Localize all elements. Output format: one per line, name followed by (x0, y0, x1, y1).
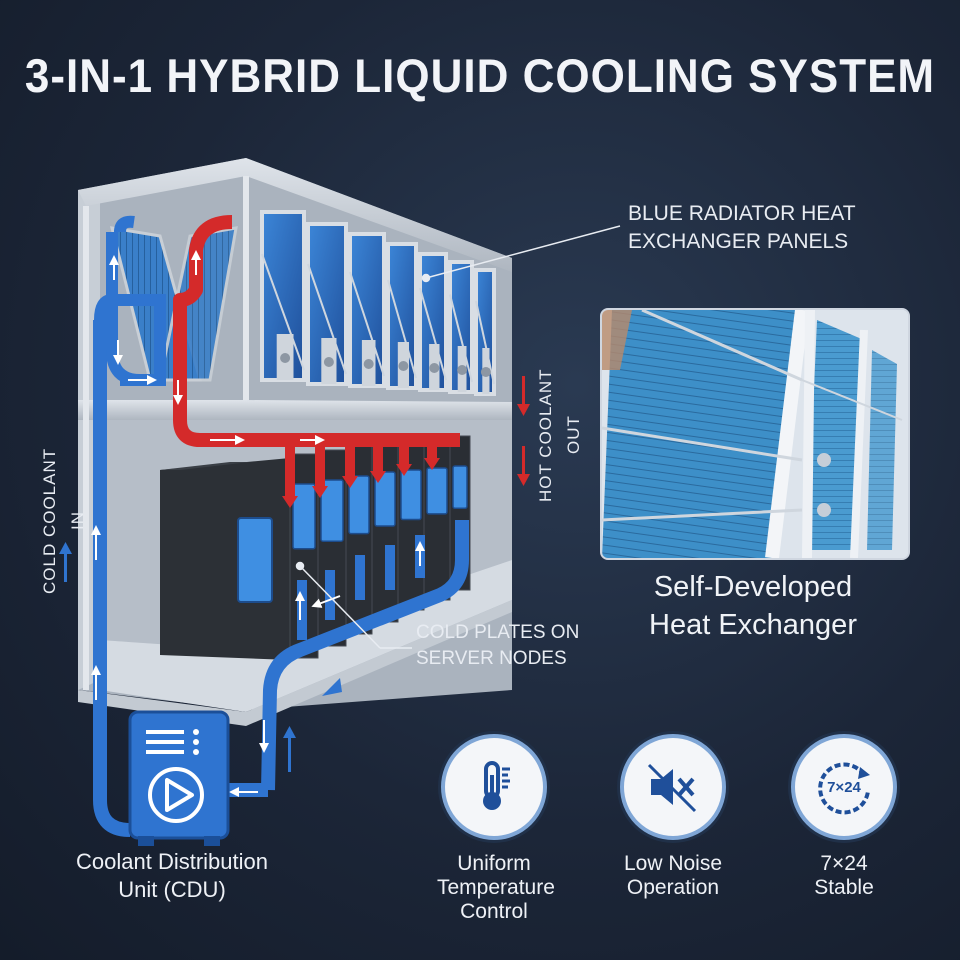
feature-uniform-temperature: Uniform Temperature Control (409, 734, 579, 924)
cold-plate (400, 469, 422, 521)
cold-coolant-label: COLD COOLANT IN (40, 447, 87, 595)
cdu-label: Coolant Distribution Unit (CDU) (76, 849, 268, 902)
heat-exchanger-image (602, 310, 908, 558)
radiator-panel-row (260, 210, 496, 396)
muted-speaker-icon (647, 763, 697, 813)
radiator-panel (306, 222, 348, 386)
server-rack (423, 437, 451, 601)
cold-plate (426, 467, 448, 515)
clock-cycle-icon: 7×24 (818, 762, 870, 815)
cold-plate (320, 479, 344, 542)
heat-exchanger-photo (600, 308, 910, 560)
radiator-panel (474, 268, 496, 396)
radiator-panel (348, 232, 386, 388)
leader-lines (295, 225, 621, 649)
hot-coolant-label: HOT COOLANT OUT (536, 368, 583, 502)
server-racks (160, 435, 471, 660)
cold-plate (237, 517, 273, 603)
cold-plate (452, 465, 468, 510)
cold-plates-label: COLD PLATES ON SERVER NODES (416, 622, 580, 669)
thermometer-icon (483, 761, 510, 810)
feature-7x24-stable: 7×24 7×24 Stable (759, 734, 929, 900)
feature-label: Uniform Temperature Control (437, 852, 555, 923)
pump-icon (148, 767, 204, 823)
radiator-panel (448, 260, 474, 394)
cold-flow-arrows (59, 542, 342, 772)
feature-label: Low Noise Operation (623, 852, 723, 899)
icon-text: 7×24 (827, 779, 861, 796)
feature-icon-circle: 7×24 (791, 734, 897, 840)
cdu-unit (128, 710, 230, 846)
cold-plate (348, 475, 370, 535)
hot-flow-arrows (517, 376, 530, 486)
photo-caption: Self-Developed Heat Exchanger (649, 571, 857, 641)
radiator-label: BLUE RADIATOR HEAT EXCHANGER PANELS (628, 202, 856, 253)
feature-label: 7×24 Stable (814, 852, 874, 899)
radiator-panel (260, 210, 306, 382)
feature-icon-circle (441, 734, 547, 840)
feature-low-noise: Low Noise Operation (588, 734, 758, 900)
radiator-panel (386, 242, 418, 390)
page-title: 3-IN-1 HYBRID LIQUID COOLING SYSTEM (24, 50, 936, 103)
coolant-pipes (59, 215, 530, 837)
feature-icon-circle (620, 734, 726, 840)
cold-plate (292, 483, 316, 550)
rack-row (289, 435, 471, 659)
